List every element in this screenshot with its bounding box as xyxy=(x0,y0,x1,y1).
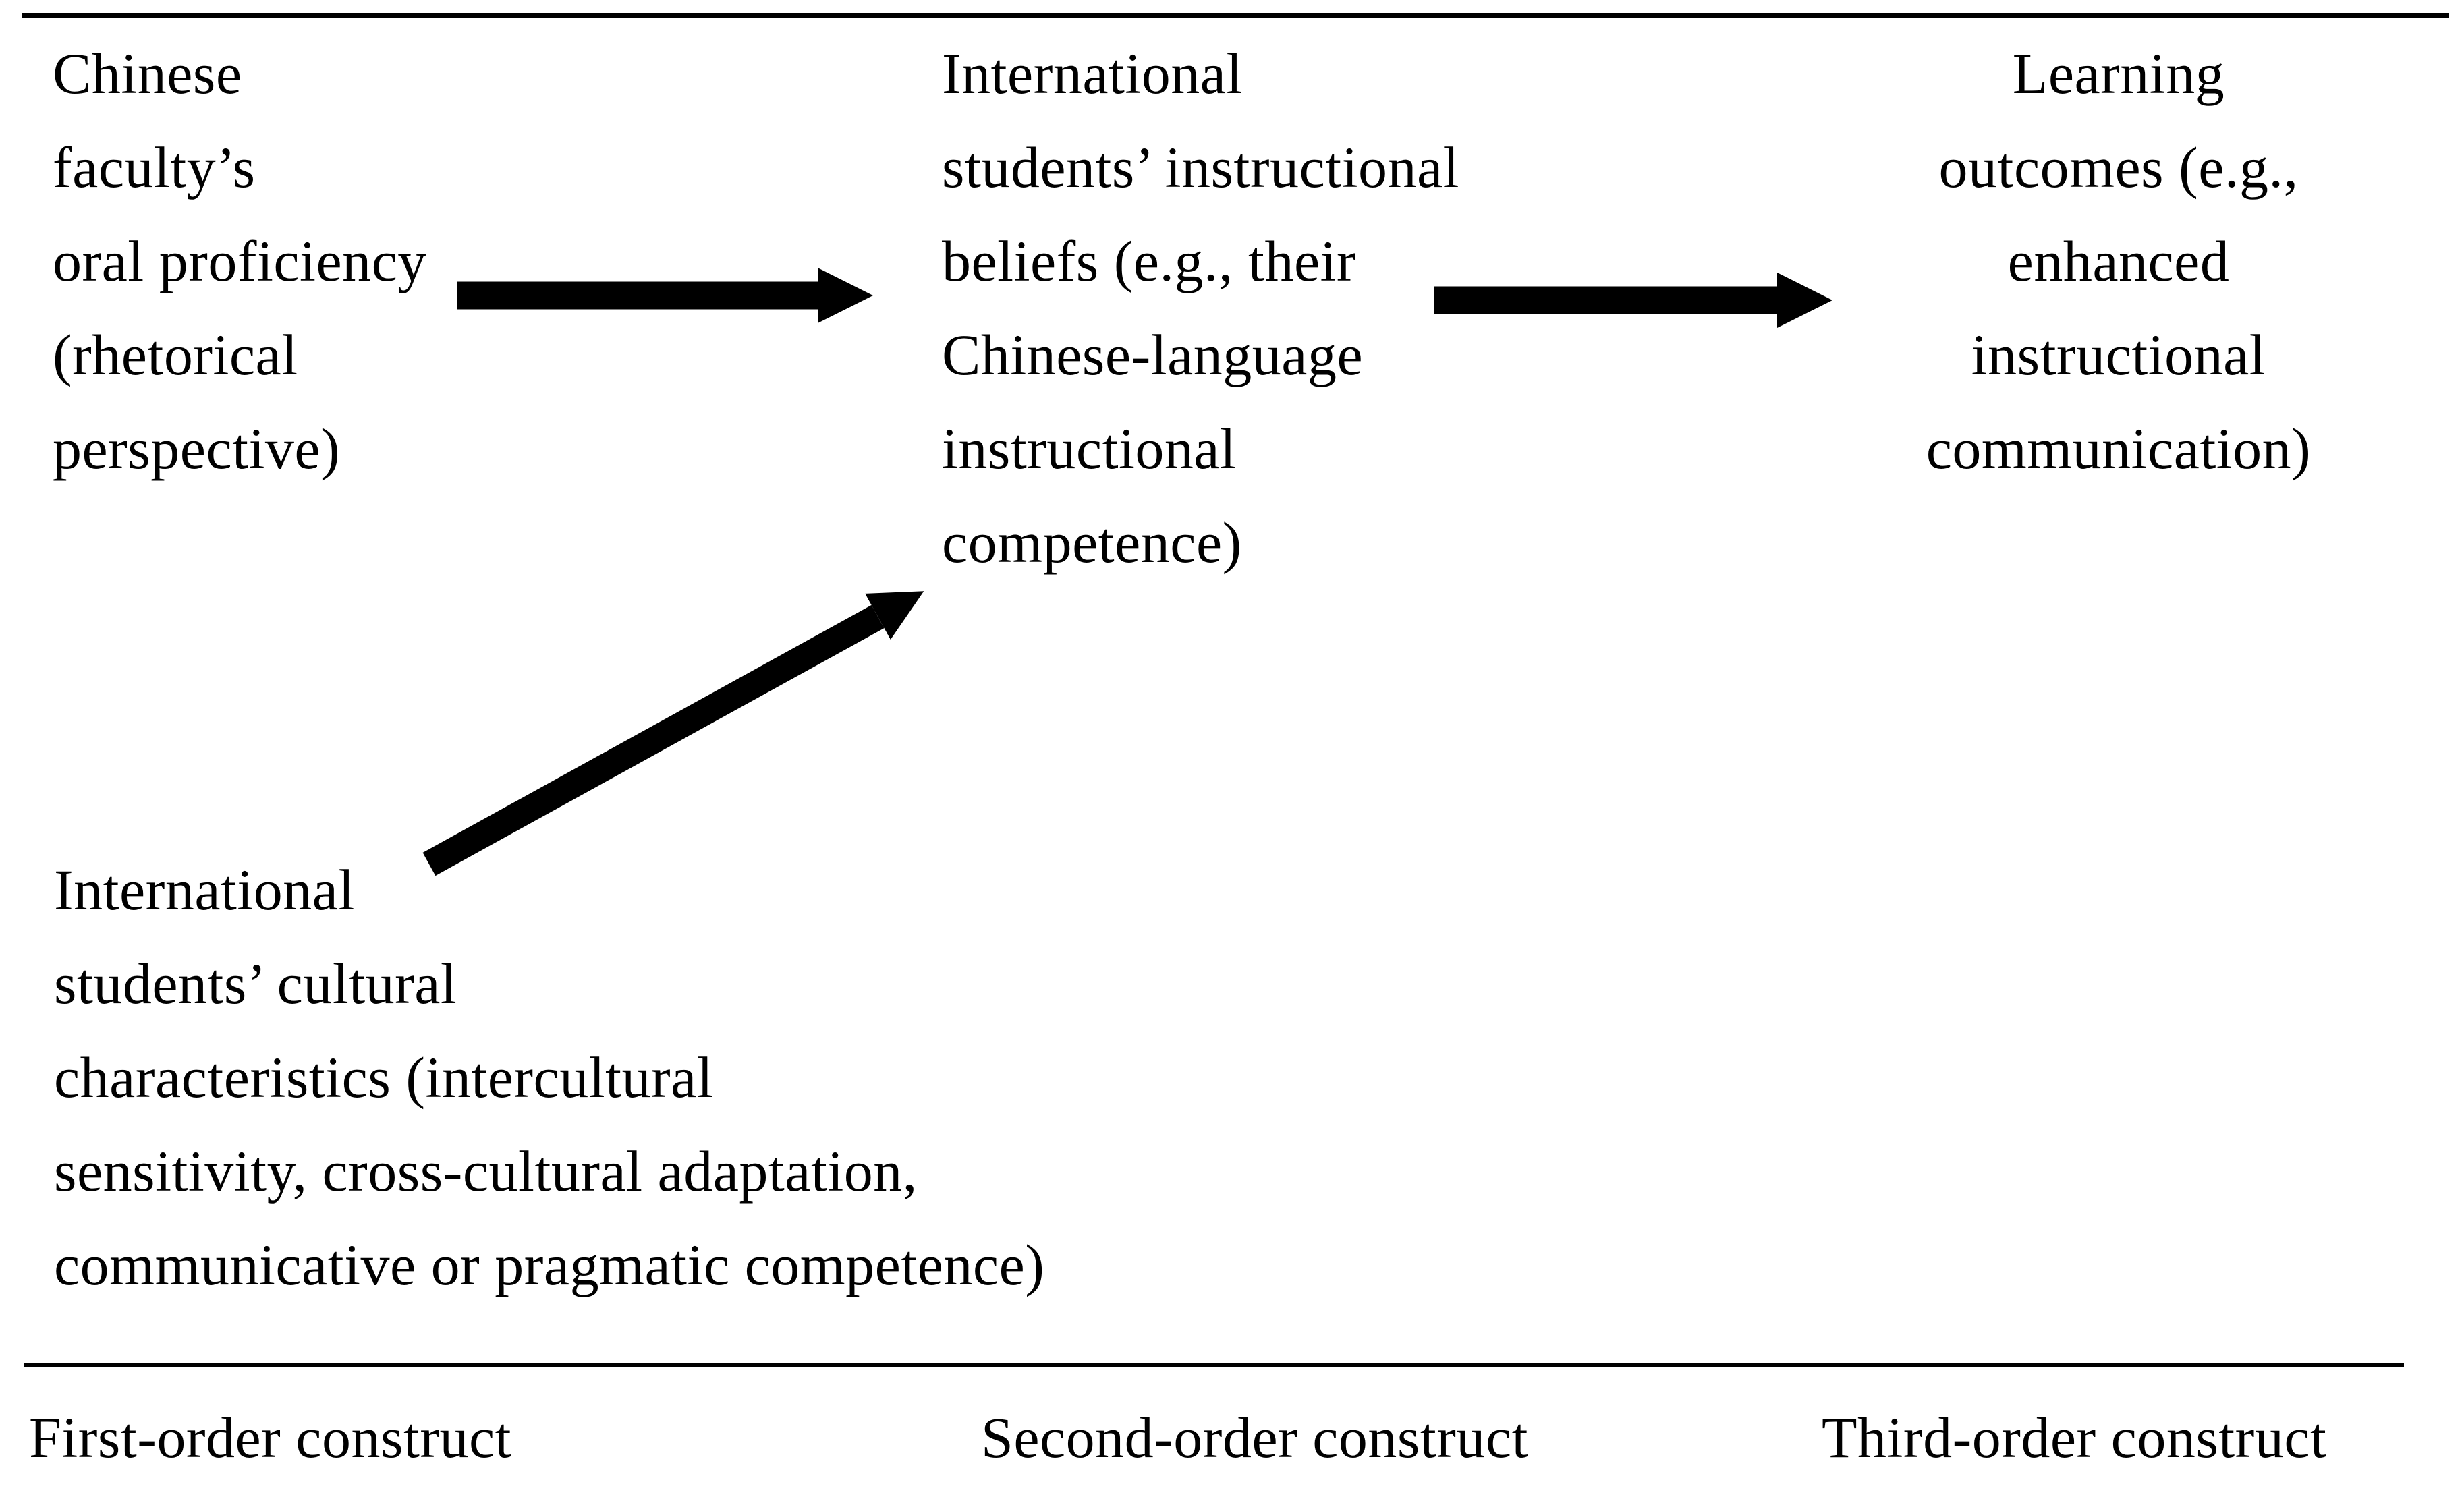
text-line: outcomes (e.g., xyxy=(1938,135,2299,200)
text-line: communication) xyxy=(1926,416,2312,481)
text-line: International xyxy=(54,857,355,922)
bottom-rule xyxy=(24,1363,2404,1367)
moderator-construct-block: International students’ cultural charact… xyxy=(54,843,1044,1312)
text-line: sensitivity, cross-cultural adaptation, xyxy=(54,1139,918,1204)
first-order-label: First-order construct xyxy=(29,1405,512,1470)
text-line: students’ cultural xyxy=(54,951,457,1016)
text-line: Learning xyxy=(2012,41,2225,106)
top-rule xyxy=(22,13,2449,18)
text-line: International xyxy=(942,41,1243,106)
text-line: beliefs (e.g., their xyxy=(942,229,1357,293)
text-line: Chinese xyxy=(53,41,242,106)
second-order-construct-block: International students’ instructional be… xyxy=(942,27,1459,590)
text-line: perspective) xyxy=(53,416,341,481)
text-line: communicative or pragmatic competence) xyxy=(54,1233,1045,1297)
text-line: instructional xyxy=(942,416,1237,481)
first-order-construct-block: Chinese faculty’s oral proficiency (rhet… xyxy=(53,27,427,496)
text-line: characteristics (intercultural xyxy=(54,1045,714,1110)
text-line: faculty’s xyxy=(53,135,256,200)
arrow-moderator-to-second xyxy=(422,591,924,876)
text-line: instructional xyxy=(1971,322,2266,387)
text-line: students’ instructional xyxy=(942,135,1460,200)
text-line: oral proficiency xyxy=(53,229,427,293)
third-order-label: Third-order construct xyxy=(1822,1405,2327,1470)
text-line: Chinese-language xyxy=(942,322,1364,387)
text-line: (rhetorical xyxy=(53,322,298,387)
text-line: enhanced xyxy=(2007,229,2230,293)
third-order-construct-block: Learning outcomes (e.g., enhanced instru… xyxy=(1882,27,2355,496)
text-line: competence) xyxy=(942,510,1242,575)
second-order-label: Second-order construct xyxy=(981,1405,1528,1470)
